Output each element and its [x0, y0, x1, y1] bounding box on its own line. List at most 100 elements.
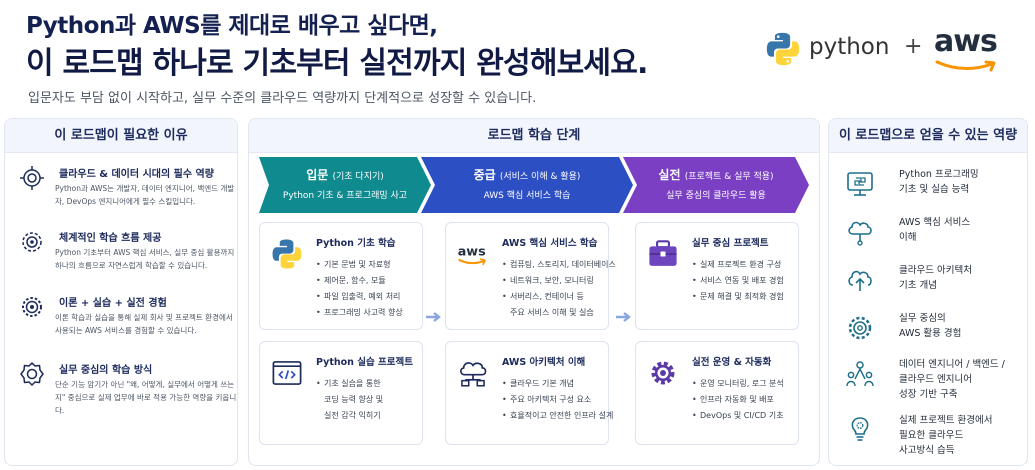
stage-beginner: 입문 (기초 다지기) Python 기초 & 프로그래밍 사고 — [259, 157, 431, 213]
card-list-item: 운영 모니터링, 로그 분석 — [692, 376, 784, 392]
team-network-icon — [846, 361, 874, 387]
stage-chevron-shape — [623, 157, 809, 213]
stage-sub: (기초 다지기) — [332, 172, 384, 182]
gear-icon — [651, 361, 675, 385]
stage-sub: (프로젝트 & 실무 적용) — [684, 172, 774, 182]
reason-title: 체계적인 학습 흐름 제공 — [59, 233, 162, 244]
reason-desc: 단순 기능 암기가 아닌 "왜, 어떻게, 실무에서 어떻게 쓰는지" 중심으로… — [55, 380, 237, 415]
gear-icon — [848, 316, 872, 340]
capability-text: Python 프로그래밍 기초 및 실습 능력 — [899, 169, 979, 195]
page-subtitle: 입문자도 부담 없이 시작하고, 실무 수준의 클라우드 역량까지 단계적으로 … — [28, 91, 537, 106]
python-logo-icon — [766, 32, 800, 66]
card-title: AWS 핵심 서비스 학습 — [502, 238, 598, 249]
card-list-item: 클라우드 기본 개념 — [502, 376, 613, 392]
capability-item: Python 프로그래밍 기초 및 실습 능력 — [839, 165, 1025, 209]
card-list-item: 네트워크, 보안, 모니터링 — [502, 273, 616, 289]
card-list-item: 주요 아키텍처 구성 요소 — [502, 392, 613, 408]
card-list-item: 기초 실습을 통한 — [316, 376, 383, 392]
card-title: 실무 중심 프로젝트 — [692, 238, 769, 249]
card-list-item: 파일 입출력, 예외 처리 — [316, 289, 403, 305]
stage-name: 실전 — [658, 168, 681, 182]
capability-text: AWS 핵심 서비스 이해 — [899, 217, 971, 243]
stage-chevron-shape — [259, 157, 431, 213]
capability-item: 실제 프로젝트 환경에서 필요한 클라우드 사고방식 습득 — [839, 411, 1025, 463]
capability-text: 실무 중심의 AWS 활용 경험 — [899, 313, 962, 339]
briefcase-icon — [649, 240, 677, 266]
capabilities-panel-title: 이 로드맵으로 얻을 수 있는 역량 — [829, 119, 1027, 153]
card-list-item: 제어문, 함수, 모듈 — [316, 273, 403, 289]
network-gear-icon — [22, 232, 42, 252]
reason-title: 이론 + 실습 + 실전 경험 — [59, 298, 167, 309]
card-list-item: 프로그래밍 사고력 향상 — [316, 305, 403, 321]
stage-desc: AWS 핵심 서비스 학습 — [483, 191, 571, 201]
card-title: Python 실습 프로젝트 — [316, 357, 413, 368]
stage-title: 입문 (기초 다지기) — [259, 166, 431, 183]
capability-item: 데이터 엔지니어 / 백엔드 / 클라우드 엔지니어 성장 기반 구축 — [839, 355, 1025, 407]
card-list-item: DevOps 및 CI/CD 기초 — [692, 408, 784, 424]
page-title-line1: Python과 AWS를 제대로 배우고 싶다면, — [26, 13, 438, 39]
stage-name: 입문 — [306, 168, 329, 182]
reasons-panel: 이 로드맵이 필요한 이유 클라우드 & 데이터 시대의 필수 역량 Pytho… — [4, 118, 238, 466]
python-icon — [272, 239, 302, 269]
card-list-item: 기본 문법 및 자료형 — [316, 257, 403, 273]
badge-check-icon — [20, 362, 44, 386]
card-list-item: 서비스 연동 및 배포 경험 — [692, 273, 784, 289]
capability-text: 클라우드 아키텍처 기초 개념 — [899, 265, 972, 291]
python-logo-text: python — [809, 34, 890, 60]
reason-desc: 이론 학습과 실습을 통해 실제 회사 및 프로젝트 환경에서 사용되는 AWS… — [55, 313, 233, 335]
capability-text: 실제 프로젝트 환경에서 필요한 클라우드 사고방식 습득 — [899, 415, 993, 456]
reason-title: 실무 중심의 학습 방식 — [59, 365, 153, 376]
stage-advanced: 실전 (프로젝트 & 실무 적용) 실무 중심의 클라우드 활용 — [623, 157, 809, 213]
card-list: 클라우드 기본 개념 주요 아키텍처 구성 요소 효율적이고 안전한 인프라 설… — [502, 376, 613, 424]
stage-chevron-shape — [421, 157, 633, 213]
card-list-item: 서버리스, 컨테이너 등 — [502, 289, 616, 305]
capability-item: 클라우드 아키텍처 기초 개념 — [839, 261, 1025, 305]
stage-sub: (서비스 이해 & 활용) — [499, 172, 581, 182]
card-title: Python 기초 학습 — [316, 238, 396, 249]
capability-item: AWS 핵심 서비스 이해 — [839, 213, 1025, 257]
card-list-item: 컴퓨팅, 스토리지, 데이터베이스 — [502, 257, 616, 273]
stage-intermediate: 중급 (서비스 이해 & 활용) AWS 핵심 서비스 학습 — [421, 157, 633, 213]
card-list: 컴퓨팅, 스토리지, 데이터베이스 네트워크, 보안, 모니터링 서버리스, 컨… — [502, 257, 616, 321]
logo-group: python + aws — [764, 24, 1014, 78]
card-list: 기본 문법 및 자료형 제어문, 함수, 모듈 파일 입출력, 예외 처리 프로… — [316, 257, 403, 321]
capabilities-panel: 이 로드맵으로 얻을 수 있는 역량 Python 프로그래밍 기초 및 실습 … — [828, 118, 1028, 466]
aws-icon: aws — [458, 245, 487, 266]
card-list-item: 실제 프로젝트 환경 구성 — [692, 257, 784, 273]
arrow-right-icon — [426, 312, 441, 322]
card-operations-automation: 실전 운영 & 자동화 운영 모니터링, 로그 분석 인프라 자동화 및 배포 … — [635, 341, 799, 445]
cloud-upload-icon — [848, 270, 872, 291]
stage-desc: 실무 중심의 클라우드 활용 — [666, 191, 766, 201]
page-title-line2: 이 로드맵 하나로 기초부터 실전까지 완성해보세요. — [26, 46, 648, 81]
card-list: 실제 프로젝트 환경 구성 서비스 연동 및 배포 경험 문제 해결 및 최적화… — [692, 257, 784, 305]
reason-title: 클라우드 & 데이터 시대의 필수 역량 — [59, 169, 214, 180]
stage-desc: Python 기초 & 프로그래밍 사고 — [282, 191, 408, 201]
reasons-panel-title: 이 로드맵이 필요한 이유 — [5, 119, 237, 153]
target-icon — [20, 166, 44, 190]
card-list-item: 효율적이고 안전한 인프라 설계 — [502, 408, 613, 424]
card-list-item: 인프라 자동화 및 배포 — [692, 392, 784, 408]
card-list-item: 코딩 능력 향상 및 — [324, 395, 384, 404]
aws-logo-text: aws — [934, 24, 998, 59]
code-window-icon — [272, 361, 302, 385]
plus-sign: + — [904, 34, 923, 59]
roadmap-panel-title: 로드맵 학습 단계 — [249, 119, 819, 153]
roadmap-panel: 로드맵 학습 단계 입문 (기초 다지기) Python 기초 & 프로그래밍 … — [248, 118, 820, 466]
card-list: 기초 실습을 통한 코딩 능력 향상 및 실전 감각 익히기 — [316, 376, 383, 424]
card-python-basics: Python 기초 학습 기본 문법 및 자료형 제어문, 함수, 모듈 파일 … — [259, 222, 423, 330]
card-practical-project: 실무 중심 프로젝트 실제 프로젝트 환경 구성 서비스 연동 및 배포 경험 … — [635, 222, 799, 330]
card-list-item: 문제 해결 및 최적화 경험 — [692, 289, 784, 305]
svg-text:aws: aws — [458, 245, 486, 260]
reason-desc: Python 기초부터 AWS 핵심 서비스, 실무 중심 활용까지 하나의 흐… — [55, 248, 235, 270]
capability-item: 실무 중심의 AWS 활용 경험 — [839, 309, 1025, 353]
gear-target-icon — [22, 297, 42, 317]
arrow-right-icon — [616, 312, 631, 322]
card-list-item: 주요 서비스 이해 및 실습 — [510, 308, 594, 317]
card-title: AWS 아키텍처 이해 — [502, 357, 586, 368]
bulb-gear-icon — [851, 417, 869, 441]
card-python-project: Python 실습 프로젝트 기초 실습을 통한 코딩 능력 향상 및 실전 감… — [259, 341, 423, 445]
stage-title: 실전 (프로젝트 & 실무 적용) — [623, 166, 809, 183]
card-aws-architecture: AWS 아키텍처 이해 클라우드 기본 개념 주요 아키텍처 구성 요소 효율적… — [445, 341, 613, 445]
stage-title: 중급 (서비스 이해 & 활용) — [421, 166, 633, 183]
monitor-python-icon — [847, 172, 873, 196]
